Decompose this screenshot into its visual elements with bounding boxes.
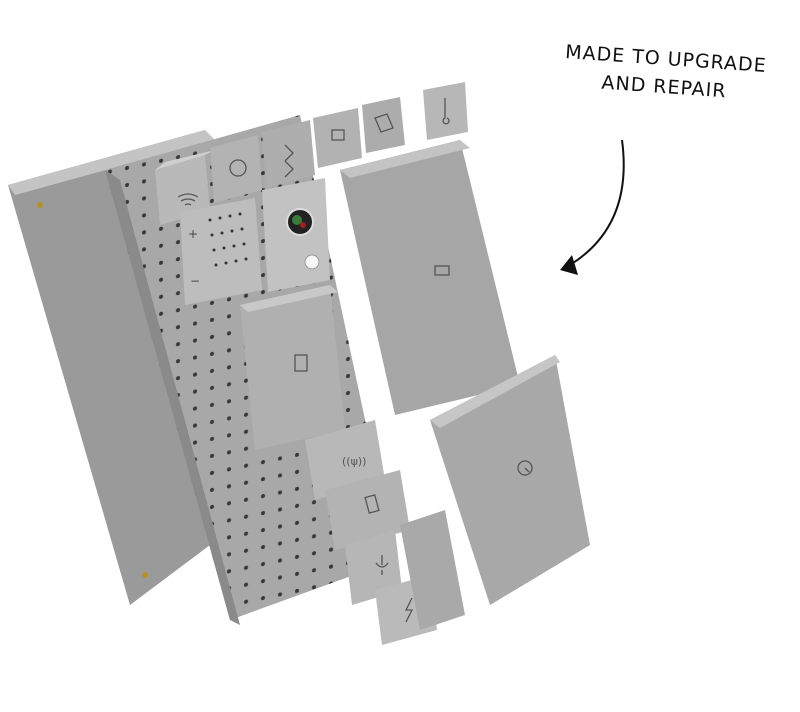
battery-icon — [434, 265, 450, 276]
module-battery — [340, 140, 520, 415]
thermometer-icon — [442, 98, 450, 125]
sd-card-icon — [294, 354, 308, 372]
module-camera — [262, 178, 330, 292]
bluetooth-icon — [284, 144, 294, 178]
gauge-icon — [517, 460, 533, 476]
module-music — [210, 135, 262, 203]
module-bluetooth — [262, 120, 315, 188]
module-side-tall — [400, 510, 465, 630]
microphone-icon — [375, 555, 389, 575]
music-note-icon — [229, 159, 247, 177]
svg-text:+: + — [188, 227, 198, 241]
module-gps — [362, 97, 405, 153]
module-speaker: + − — [180, 198, 262, 305]
lightning-icon — [404, 597, 414, 623]
sim-card-icon — [331, 129, 345, 141]
speaker-grille-icon — [208, 212, 248, 267]
antenna-signal-icon: ((ψ)) — [342, 455, 366, 468]
hand-drawn-arrow-icon — [560, 139, 625, 275]
module-rotation — [325, 470, 410, 550]
map-grid-icon — [374, 113, 394, 133]
screen-rotation-icon — [364, 494, 380, 514]
module-cpu — [430, 355, 590, 605]
module-sim — [313, 108, 362, 168]
module-temperature — [423, 82, 468, 140]
svg-text:−: − — [190, 274, 200, 288]
wifi-icon — [177, 193, 199, 206]
module-wifi — [155, 150, 215, 225]
module-storage — [240, 285, 345, 450]
module-microphone — [345, 530, 402, 605]
